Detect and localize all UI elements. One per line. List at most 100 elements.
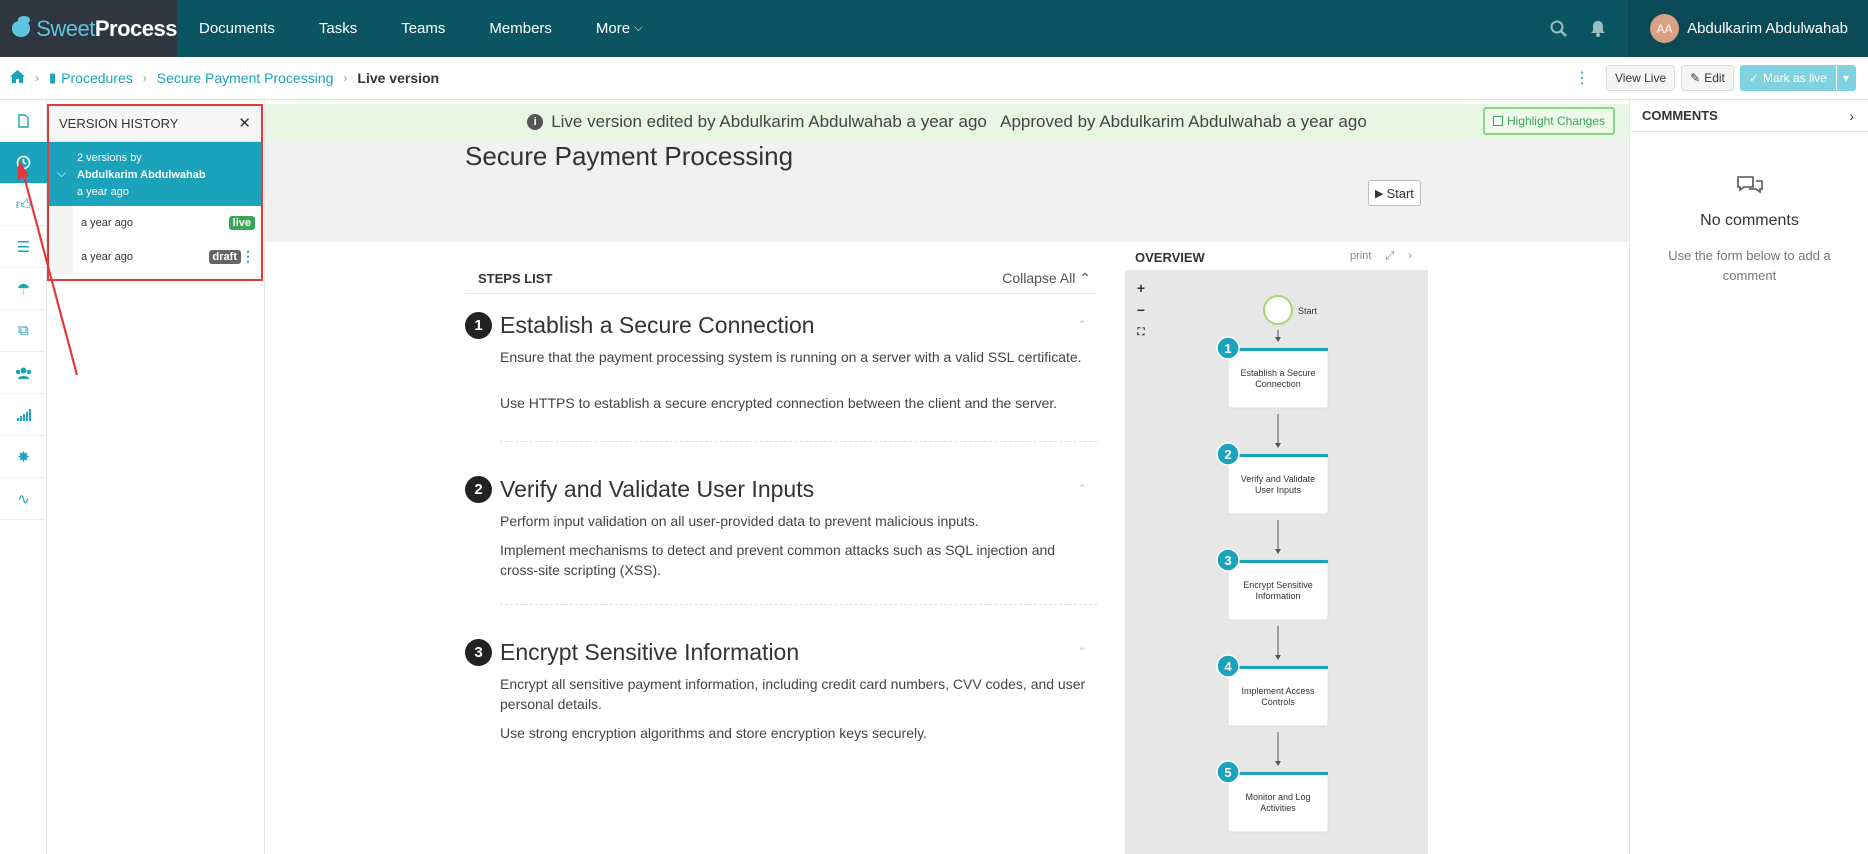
version-row-live[interactable]: a year ago live: [49, 206, 261, 240]
flow-node-box: [1227, 559, 1329, 621]
chevron-right-icon[interactable]: ›: [1849, 107, 1854, 124]
breadcrumb-procedure[interactable]: Secure Payment Processing: [156, 70, 334, 86]
nav-teams[interactable]: Teams: [401, 20, 446, 37]
rail-document-icon[interactable]: [0, 100, 47, 142]
comments-panel: COMMENTS › No comments Use the form belo…: [1629, 100, 1868, 854]
nav-more[interactable]: More ⌵: [595, 20, 643, 37]
edit-button[interactable]: ✎Edit: [1681, 65, 1734, 91]
flow-arrowhead: [1275, 549, 1281, 554]
flow-node-bar: [1228, 348, 1328, 351]
flow-start-label: Start: [1298, 306, 1318, 316]
rail-umbrella-icon[interactable]: ☂: [0, 268, 47, 310]
flow-arrowhead: [1275, 337, 1281, 342]
title-area: Secure Payment Processing ▶ Start: [265, 139, 1629, 242]
chevron-up-icon[interactable]: ⌃: [1076, 318, 1087, 332]
search-icon[interactable]: [1538, 0, 1578, 57]
mark-live-dropdown[interactable]: ▾: [1835, 65, 1856, 91]
start-button[interactable]: ▶ Start: [1368, 180, 1421, 206]
breadcrumb-procedures[interactable]: Procedures: [61, 70, 133, 86]
edit-icon: ✎: [1690, 71, 1701, 85]
version-group[interactable]: ⌵ 2 versions by Abdulkarim Abdulwahab a …: [49, 142, 261, 206]
chevron-down-icon: ⌵: [634, 22, 643, 34]
play-icon: ▶: [1375, 187, 1384, 200]
no-comments: No comments Use the form below to add a …: [1630, 175, 1868, 286]
page-title: Secure Payment Processing: [465, 141, 794, 171]
flow-node-label: Encrypt Sensitive: [1243, 580, 1313, 590]
version-status-bar: i Live version edited by Abdulkarim Abdu…: [265, 104, 1629, 139]
flow-node-bar: [1228, 560, 1328, 563]
left-icon-rail: 👍︎ ☰ ☂ ⧉ ✸ ∿: [0, 100, 47, 854]
nav-members[interactable]: Members: [489, 20, 552, 37]
flow-node-badge: [1216, 548, 1240, 572]
chevron-down-icon: ⌵: [57, 166, 67, 180]
version-options-icon[interactable]: ⋮: [241, 248, 255, 264]
flow-node-box: [1227, 771, 1329, 833]
flow-arrowhead: [1275, 761, 1281, 766]
expand-icon[interactable]: ⤢: [1385, 250, 1395, 262]
version-row-draft[interactable]: a year ago draft ⋮: [49, 240, 261, 274]
flow-node-number: 2: [1224, 447, 1231, 462]
sweetprocess-logo[interactable]: SweetProcess: [0, 0, 178, 57]
flow-node-badge: [1216, 760, 1240, 784]
live-badge: live: [228, 216, 255, 230]
main-content: i Live version edited by Abdulkarim Abdu…: [265, 100, 1629, 854]
chevron-up-icon[interactable]: ⌃: [1076, 645, 1087, 659]
view-live-button[interactable]: View Live: [1606, 65, 1676, 91]
flow-node-label: Establish a Secure: [1240, 368, 1315, 378]
fit-icon[interactable]: ⛶: [1137, 326, 1145, 338]
info-icon: i: [527, 113, 544, 130]
highlight-changes-button[interactable]: Highlight Changes: [1482, 107, 1615, 135]
check-icon: ✓: [1748, 71, 1759, 85]
rail-checklist-icon[interactable]: ☰: [0, 226, 47, 268]
nav-documents[interactable]: Documents: [199, 20, 275, 37]
flow-node-badge: [1216, 442, 1240, 466]
print-link[interactable]: print: [1350, 250, 1372, 262]
flow-node-label: Monitor and Log: [1245, 792, 1310, 802]
step-title[interactable]: Verify and Validate User Inputs: [500, 476, 815, 502]
flow-node-label: Implement Access: [1241, 686, 1315, 696]
flow-node-bar: [1228, 454, 1328, 457]
rail-settings-icon[interactable]: ✸: [0, 436, 47, 478]
step-number: 1: [465, 312, 492, 339]
top-nav: SweetProcess Documents Tasks Teams Membe…: [0, 0, 1868, 57]
chevron-up-icon[interactable]: ⌃: [1076, 482, 1087, 496]
rail-copy-icon[interactable]: ⧉: [0, 310, 47, 352]
step-title[interactable]: Establish a Secure Connection: [500, 312, 815, 338]
mark-as-live-button[interactable]: ✓Mark as live: [1739, 65, 1836, 91]
zoom-out-icon[interactable]: −: [1136, 302, 1146, 318]
chevron-up-icon: ⌃: [1079, 270, 1091, 286]
step-2: 2 Verify and Validate User Inputs ⌃ Perf…: [465, 476, 1097, 580]
more-options-icon[interactable]: ⋮: [1574, 70, 1590, 87]
version-history-highlight: VERSION HISTORY ✕ ⌵ 2 versions by Abdulk…: [47, 104, 263, 281]
bell-icon[interactable]: [1578, 0, 1618, 57]
nav-tasks[interactable]: Tasks: [318, 20, 358, 37]
document-icon: ▮: [49, 70, 57, 85]
zoom-in-icon[interactable]: +: [1136, 280, 1146, 296]
flow-node-box: [1227, 453, 1329, 515]
flow-node-number: 1: [1224, 341, 1231, 356]
home-icon[interactable]: [10, 70, 25, 86]
comments-title: COMMENTS: [1642, 108, 1718, 123]
close-icon[interactable]: ✕: [238, 115, 251, 132]
step-number: 2: [465, 476, 492, 503]
steps-list: STEPS LIST Collapse All ⌃ 1 Establish a …: [465, 264, 1097, 743]
step-number: 3: [465, 639, 492, 666]
step-title[interactable]: Encrypt Sensitive Information: [500, 639, 800, 665]
rail-history-icon[interactable]: [0, 142, 47, 184]
chevron-right-icon[interactable]: ›: [1408, 250, 1412, 262]
flow-node-badge: [1216, 336, 1240, 360]
rail-stats-icon[interactable]: [0, 394, 47, 436]
flow-node-number: 3: [1224, 553, 1231, 568]
flow-node-label: Verify and Validate: [1241, 474, 1315, 484]
rail-approval-icon[interactable]: 👍︎: [0, 184, 47, 226]
rail-signature-icon[interactable]: ∿: [0, 478, 47, 520]
collapse-all-button[interactable]: Collapse All ⌃: [1002, 270, 1091, 286]
rail-team-icon[interactable]: [0, 352, 47, 394]
flow-arrowhead: [1275, 443, 1281, 448]
flow-node-number: 5: [1224, 765, 1231, 780]
user-menu[interactable]: AA Abdulkarim Abdulwahab: [1628, 0, 1868, 57]
